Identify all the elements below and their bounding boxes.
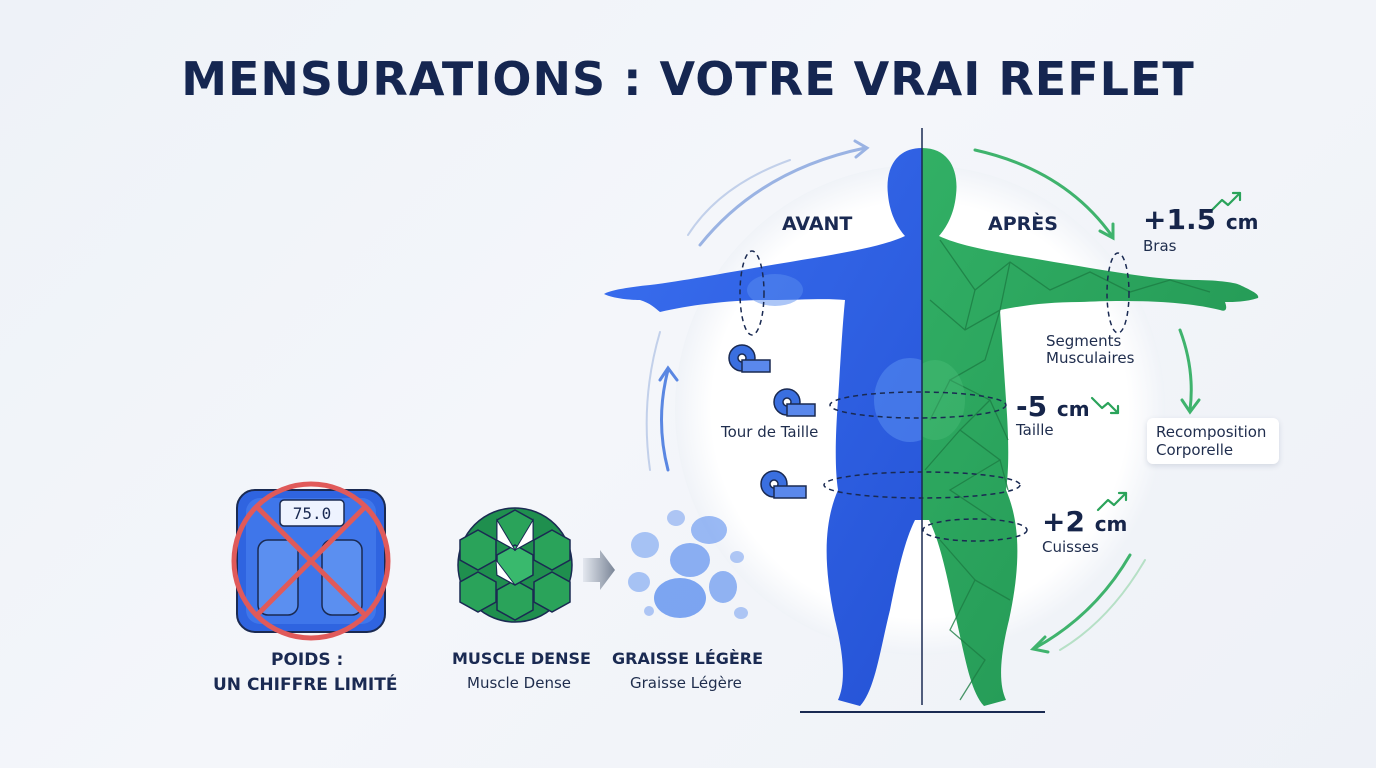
trend-down-icon-waist — [1090, 396, 1120, 415]
page-title: MENSURATIONS : VOTRE VRAI REFLET — [181, 52, 1195, 106]
waist-stat-label: Taille — [1016, 421, 1054, 439]
fat-title: GRAISSE LÉGÈRE — [612, 649, 764, 668]
cycle-arrows-left — [645, 139, 870, 472]
recomposition-card: Recomposition Corporelle — [1147, 418, 1279, 464]
scale-caption-line2: UN CHIFFRE LIMITÉ — [213, 675, 398, 695]
muscle-title: MUSCLE DENSE — [452, 649, 591, 668]
body-before — [604, 148, 922, 706]
waist-measure-label: Tour de Taille — [721, 423, 819, 441]
thighs-stat-label: Cuisses — [1042, 538, 1099, 556]
arms-stat-value: +1.5 cm — [1143, 203, 1259, 236]
measurement-rings — [739, 250, 1130, 542]
tape-measure-icons — [728, 344, 816, 499]
before-label: AVANT — [782, 213, 853, 235]
scale-caption-line1: POIDS : — [271, 650, 344, 670]
thighs-stat-value: +2 cm — [1042, 505, 1128, 538]
tape-measure-icon — [773, 388, 816, 417]
waist-stat-value: -5 cm — [1016, 390, 1090, 423]
dense-muscle-icon — [457, 507, 573, 623]
body-after — [922, 148, 1259, 706]
after-label: APRÈS — [988, 213, 1058, 235]
tape-measure-icon — [760, 470, 807, 499]
tape-measure-icon — [728, 344, 771, 373]
recomposition-line1: Recomposition — [1156, 423, 1267, 441]
trend-up-icon-arms — [1210, 191, 1242, 212]
cross-icon — [231, 481, 391, 641]
fat-subtitle: Graisse Légère — [630, 674, 742, 692]
muscle-subtitle: Muscle Dense — [467, 674, 572, 692]
cycle-arrows-right — [973, 148, 1201, 654]
trend-up-icon-thighs — [1096, 491, 1128, 512]
arrow-right-icon — [583, 550, 615, 590]
segments-label-line2: Musculaires — [1046, 349, 1135, 367]
scale-display: 75.0 — [293, 504, 332, 523]
segments-label-line1: Segments — [1046, 332, 1122, 350]
recomposition-line2: Corporelle — [1156, 441, 1234, 459]
light-fat-icon — [628, 510, 748, 619]
arms-stat-label: Bras — [1143, 237, 1177, 255]
